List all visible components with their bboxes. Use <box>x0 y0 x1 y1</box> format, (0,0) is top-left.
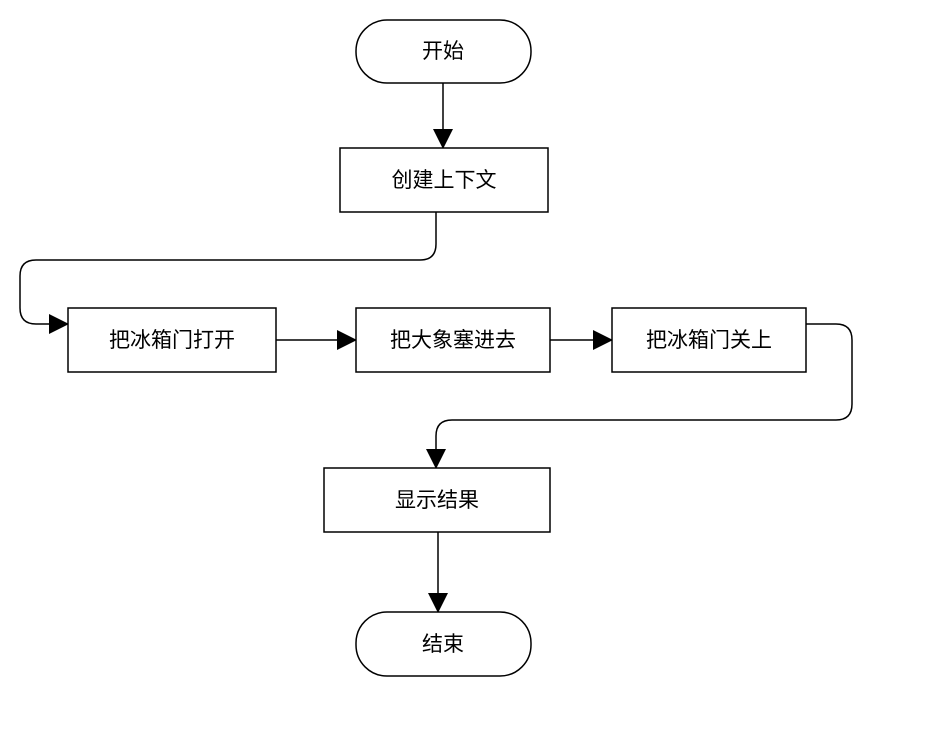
edge-close-to-result <box>426 323 853 469</box>
node-start: 开始 <box>355 19 532 84</box>
node-show-result-label: 显示结果 <box>395 488 479 512</box>
node-start-label: 开始 <box>422 39 464 63</box>
node-put-elephant: 把大象塞进去 <box>355 307 551 373</box>
node-put-elephant-label: 把大象塞进去 <box>390 328 516 352</box>
node-show-result: 显示结果 <box>323 467 551 533</box>
node-close-fridge-label: 把冰箱门关上 <box>646 328 772 352</box>
edge-create-to-open <box>19 212 437 334</box>
node-close-fridge: 把冰箱门关上 <box>611 307 807 373</box>
node-open-fridge: 把冰箱门打开 <box>67 307 277 373</box>
node-create-context-label: 创建上下文 <box>392 168 497 192</box>
node-create-context: 创建上下文 <box>339 147 549 213</box>
node-open-fridge-label: 把冰箱门打开 <box>109 328 235 352</box>
node-end-label: 结束 <box>422 632 464 656</box>
node-end: 结束 <box>355 611 532 677</box>
